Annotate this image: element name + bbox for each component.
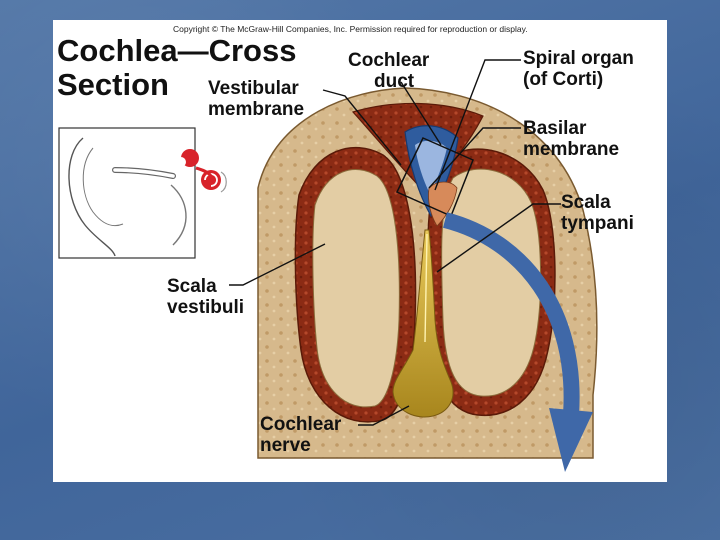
figure-title: Cochlea—Cross Section — [57, 34, 296, 102]
ear-inset — [58, 127, 227, 259]
figure-panel: Copyright © The McGraw-Hill Companies, I… — [53, 20, 667, 482]
title-line-2: Section — [57, 67, 169, 102]
label-scala-tympani: Scala tympani — [561, 192, 634, 234]
leader-lines — [229, 59, 561, 426]
title-line-1: Cochlea—Cross — [57, 33, 297, 68]
copyright-notice: Copyright © The McGraw-Hill Companies, I… — [173, 24, 528, 34]
label-cochlear-nerve: Cochlear nerve — [260, 414, 342, 456]
cochlea-cross-section — [257, 87, 598, 459]
cochlea-diagram — [58, 59, 598, 472]
label-spiral-organ: Spiral organ (of Corti) — [523, 48, 634, 90]
label-vestibular-membrane: Vestibular membrane — [208, 78, 305, 120]
spiral-direction-arrow — [442, 212, 593, 472]
label-basilar-membrane: Basilar membrane — [523, 118, 620, 160]
label-cochlear-duct: Cochlear duct — [348, 50, 430, 92]
label-scala-vestibuli: Scala vestibuli — [167, 276, 245, 318]
